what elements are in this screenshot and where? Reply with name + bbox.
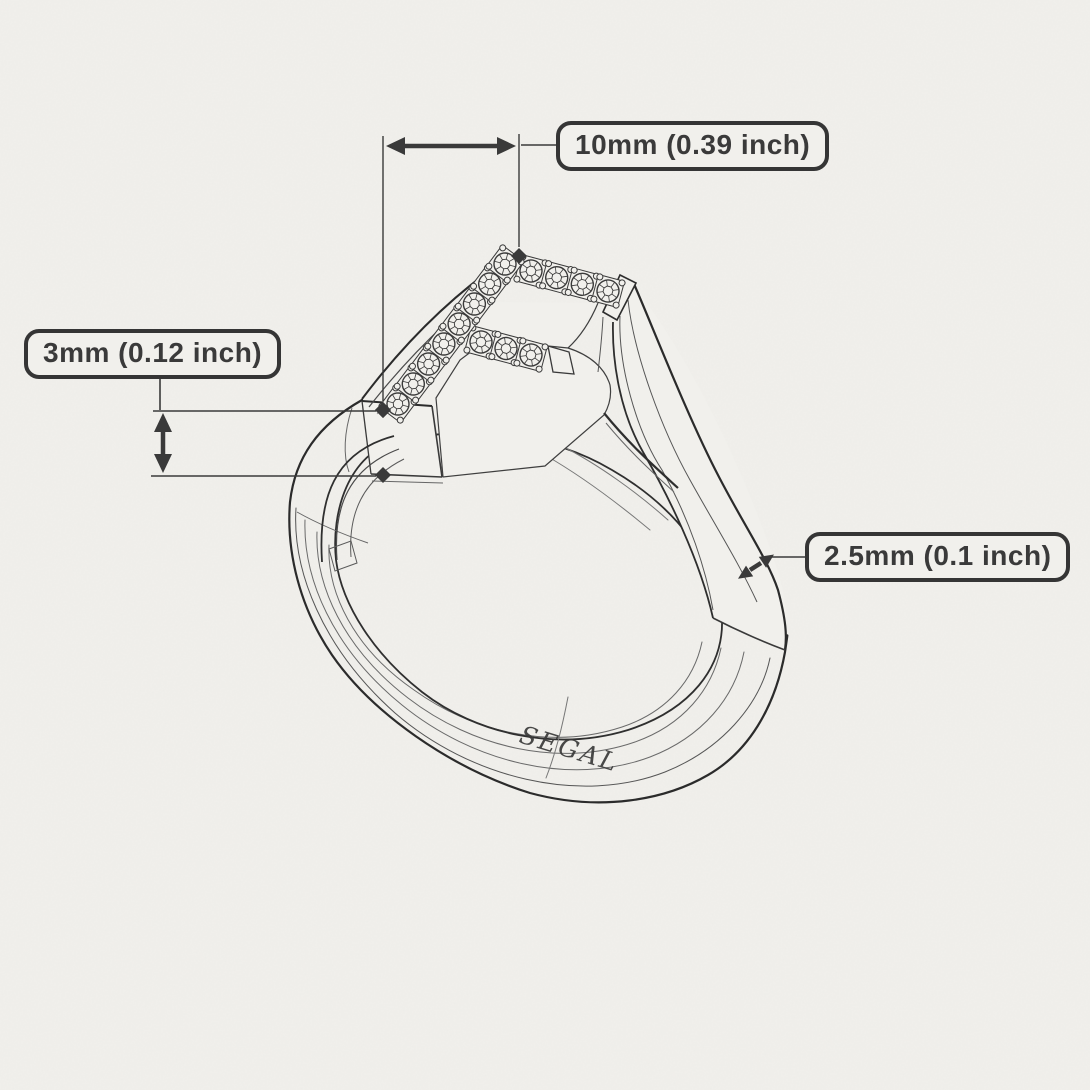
diamond-stone: [424, 324, 464, 364]
dimension-marker: [511, 248, 527, 264]
dimension-label-band-width: 2.5mm (0.1 inch): [805, 532, 1071, 582]
diamond-stone: [513, 253, 549, 289]
dimension-shoulder-height: [151, 378, 391, 483]
letter-f-pave: [378, 244, 626, 424]
ring-band: [288, 398, 789, 804]
letter-mid-arm-cap: [547, 345, 575, 375]
diamond-stone: [590, 273, 626, 309]
arrowhead-right: [497, 137, 516, 155]
finger-hole: [334, 432, 723, 741]
dimension-label-top-width: 10mm (0.39 inch): [556, 121, 830, 171]
shoulder-block: [296, 400, 444, 544]
arrowhead-down: [154, 454, 172, 473]
finger-hole-arch: [320, 435, 405, 572]
dimension-label-shoulder-height: 3mm (0.12 inch): [24, 329, 282, 379]
dimension-marker: [375, 467, 391, 483]
band-seam: [545, 696, 569, 779]
diamond-stone: [513, 337, 549, 373]
arrowhead-left: [386, 137, 405, 155]
side-bar: [597, 273, 787, 651]
arrowhead-upper: [758, 554, 774, 568]
diamond-stone: [564, 266, 600, 302]
arrowhead-lower: [738, 565, 754, 579]
dimension-marker: [375, 402, 391, 418]
dimension-top-width: [375, 134, 556, 418]
arrowhead-up: [154, 413, 172, 432]
dimension-band-width: [738, 554, 805, 579]
